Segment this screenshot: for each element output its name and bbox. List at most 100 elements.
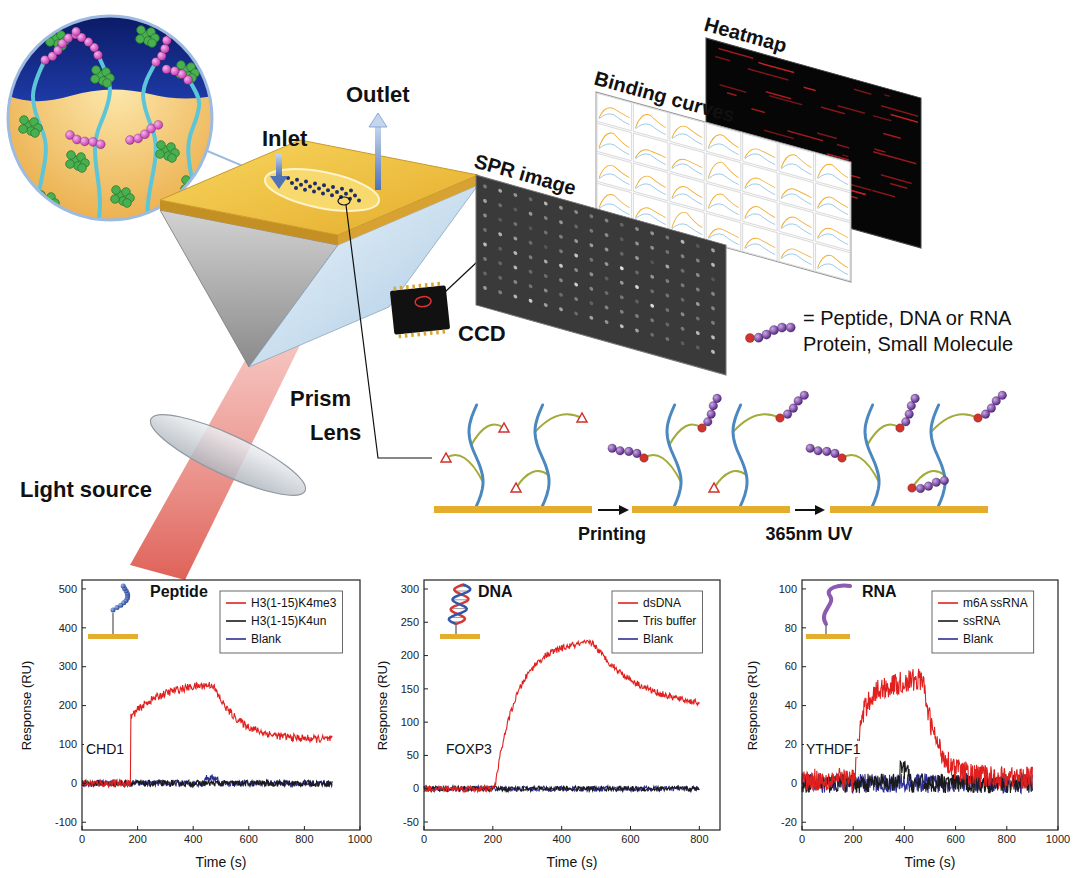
spr-spot (605, 320, 609, 325)
plot-frame (802, 580, 1058, 830)
linker (471, 424, 504, 445)
spot (344, 192, 348, 196)
heat-cell (751, 109, 764, 113)
bead (902, 418, 911, 427)
tick-mark (137, 826, 138, 830)
spr-spot (650, 260, 654, 265)
linker (516, 471, 548, 488)
tick-label: 150 (401, 683, 419, 696)
spr-spot (696, 345, 700, 350)
bead (172, 23, 181, 32)
spr-spot (529, 240, 533, 245)
chart-title: DNA (478, 583, 513, 601)
linker (455, 624, 456, 634)
diazirine-group (511, 483, 521, 492)
heat-cell (881, 175, 912, 184)
tick-mark (82, 627, 86, 628)
surface-scheme (434, 391, 1007, 513)
heat-cell (715, 57, 730, 61)
tick-mark (424, 655, 428, 656)
protein-blob (136, 35, 145, 44)
tick-mark (360, 826, 361, 830)
spot (335, 190, 339, 194)
legend-sample (618, 638, 638, 640)
charts (82, 580, 1058, 830)
protein-blob (20, 116, 29, 125)
tick-label: 500 (59, 583, 77, 596)
spr-spot (681, 326, 685, 331)
spot (308, 185, 312, 189)
spr-spot (620, 280, 624, 285)
panel-content (476, 175, 726, 375)
spr-spot (559, 263, 563, 268)
spr-spot (483, 213, 487, 218)
spr-spot (696, 331, 700, 336)
legend-sample (618, 602, 638, 604)
spr-spot (696, 244, 700, 249)
spr-ground (476, 175, 726, 375)
heat-cell (874, 149, 885, 152)
tick-mark (82, 783, 86, 784)
binding-curve (708, 201, 738, 218)
spr-spot (559, 220, 563, 225)
binding-curve (818, 194, 848, 216)
tick-label: 0 (413, 782, 419, 795)
tick-label: 600 (946, 833, 964, 846)
spr-spot (559, 249, 563, 254)
binding-curve (745, 203, 775, 226)
spr-spot (529, 255, 533, 260)
spr-spot (666, 293, 670, 298)
spr-spot (711, 291, 715, 296)
spr-spot (574, 311, 578, 316)
line-chart (424, 580, 720, 830)
pin (436, 330, 439, 334)
step-arrow (619, 505, 629, 515)
gold-chip (160, 140, 478, 235)
spr-spot (635, 299, 639, 304)
spr-spot (559, 205, 563, 210)
binding-curve (635, 173, 665, 196)
part-label: CCD (458, 321, 506, 346)
tick-label: -50 (403, 816, 419, 829)
spr-spot (620, 309, 624, 314)
tick-label: 600 (621, 833, 639, 846)
tick-mark (82, 705, 86, 706)
spr-spot (529, 269, 533, 274)
spr-spot (498, 246, 502, 251)
tick-label: 200 (128, 833, 146, 846)
binding-curve (745, 151, 775, 168)
heat-cell (873, 116, 891, 121)
axis-title: Time (s) (905, 854, 956, 870)
heat-cell (804, 87, 816, 90)
pin (406, 285, 409, 289)
spr-spot (559, 307, 563, 312)
diazirine-group (441, 453, 451, 462)
spr-spot (681, 254, 685, 259)
tick-label: 80 (785, 622, 797, 635)
heat-cell (764, 130, 794, 138)
spr-spot (696, 287, 700, 292)
spot (321, 191, 325, 195)
heat-cell (873, 152, 916, 164)
tick-label: 400 (895, 833, 913, 846)
heat-cell (758, 63, 794, 73)
spr-spot (696, 302, 700, 307)
binding-curve (745, 146, 775, 167)
bead (776, 414, 785, 423)
spr-spot (590, 214, 594, 219)
binding-curve (818, 225, 848, 246)
bead (932, 478, 941, 487)
bead (786, 323, 795, 332)
bead (72, 27, 81, 36)
spot (294, 186, 298, 190)
spr-spot (498, 217, 502, 222)
axis-title: Time (s) (547, 854, 598, 870)
gold-bar (88, 634, 138, 639)
spr-spot (711, 349, 715, 354)
spr-spot (574, 239, 578, 244)
legend-sample (226, 620, 246, 622)
heat-cell (843, 155, 849, 157)
diazirine-group (499, 423, 509, 432)
binding-curve (635, 111, 665, 136)
